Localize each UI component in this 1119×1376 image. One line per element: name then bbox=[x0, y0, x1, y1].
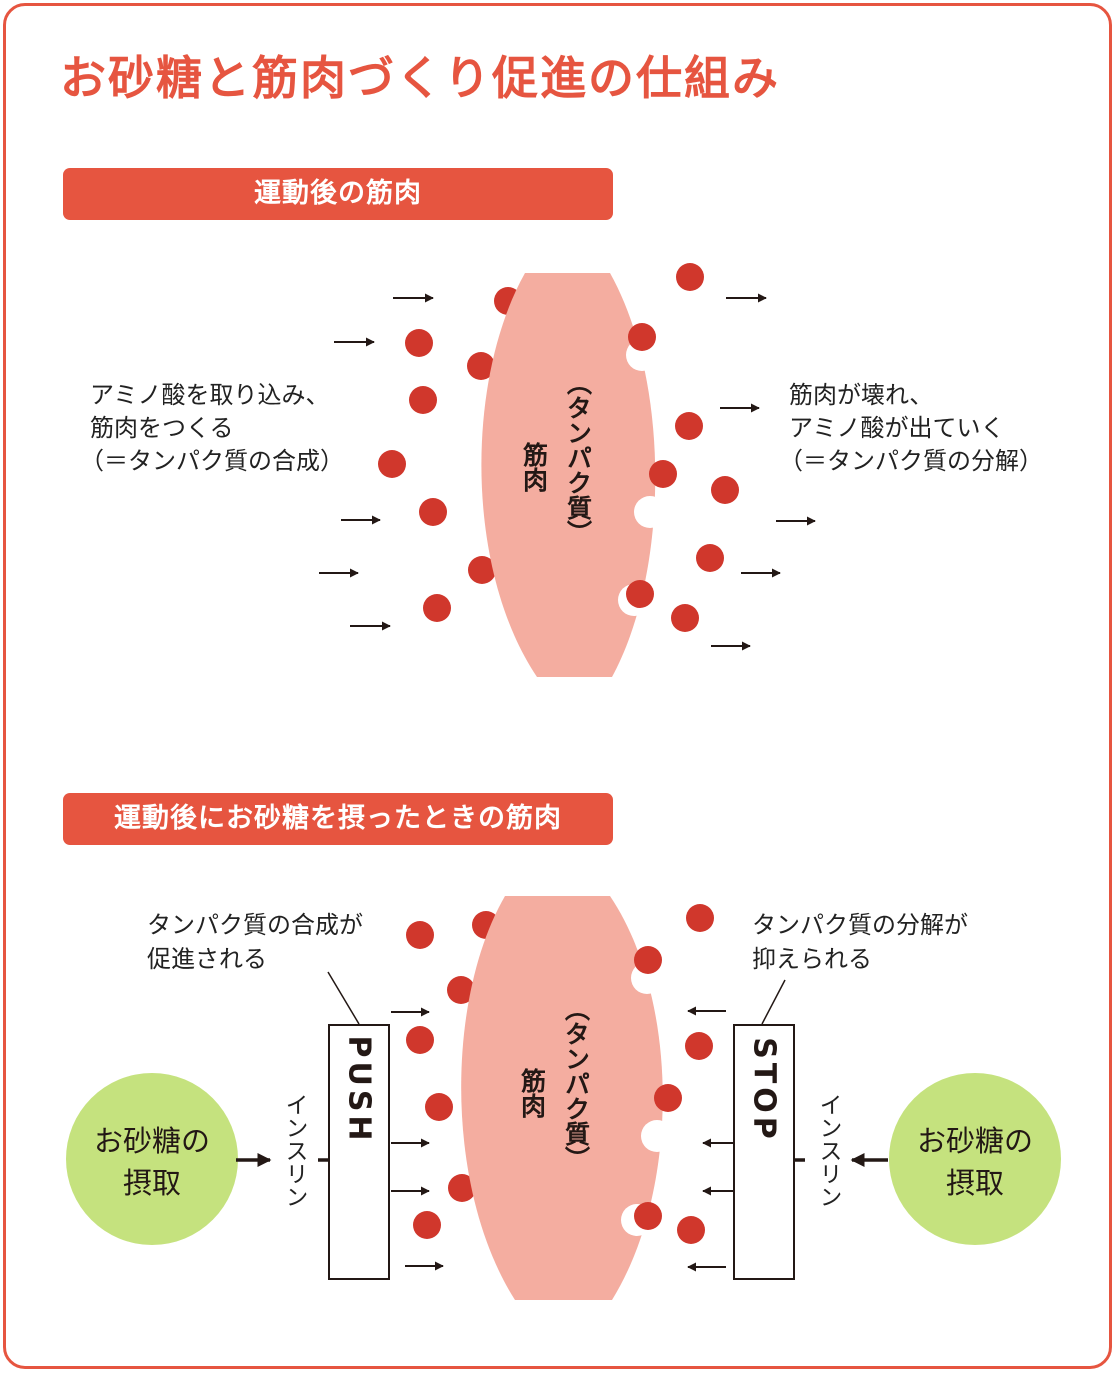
amino-acid bbox=[406, 1026, 434, 1054]
muscle-label-2: （タンパク質） bbox=[564, 370, 593, 545]
synthesis-note-line1: アミノ酸を取り込み、 bbox=[90, 381, 330, 409]
synthesis-promoted-line1: タンパク質の合成が bbox=[147, 911, 363, 939]
section-label-after-exercise: 運動後の筋肉 bbox=[63, 168, 613, 220]
amino-acid bbox=[409, 386, 437, 414]
breakdown-suppressed-line1: タンパク質の分解が bbox=[752, 911, 968, 939]
callout-line-left bbox=[327, 971, 360, 1025]
amino-acid bbox=[378, 450, 406, 478]
arrows-in bbox=[391, 1007, 444, 1271]
breakdown-suppressed-line2: 抑えられる bbox=[752, 945, 872, 973]
amino-acid bbox=[675, 412, 703, 440]
muscle-label-2: （タンパク質） bbox=[562, 996, 591, 1171]
section1-diagram: 筋肉 （タンパク質） アミノ酸を取り込み、 筋肉をつくる （＝タンパク質の合成）… bbox=[80, 263, 1043, 677]
muscle-label-1: 筋肉 bbox=[520, 441, 549, 493]
arrows-out bbox=[711, 293, 816, 651]
amino-acid bbox=[468, 556, 496, 584]
stop-label: STOP bbox=[747, 1037, 782, 1143]
insulin-label-right: インスリン bbox=[815, 1093, 841, 1208]
push-label: PUSH bbox=[342, 1035, 377, 1144]
amino-acid bbox=[405, 329, 433, 357]
amino-acid bbox=[425, 1093, 453, 1121]
amino-acid bbox=[676, 263, 704, 291]
breakdown-note-line1: 筋肉が壊れ、 bbox=[789, 381, 933, 409]
sugar-intake-right bbox=[889, 1073, 1061, 1245]
amino-acid bbox=[649, 460, 677, 488]
synthesis-note-line2: 筋肉をつくる bbox=[90, 414, 234, 442]
outer-frame bbox=[3, 3, 1112, 1369]
page-title: お砂糖と筋肉づくり促進の仕組み bbox=[60, 51, 780, 105]
synthesis-promoted-line2: 促進される bbox=[147, 945, 267, 973]
arrows-in bbox=[319, 293, 434, 631]
muscle-notch bbox=[634, 496, 666, 528]
section-label-after-sugar: 運動後にお砂糖を摂ったときの筋肉 bbox=[63, 793, 613, 845]
sugar-intake-left-line1: お砂糖の bbox=[94, 1124, 210, 1158]
amino-acid bbox=[696, 544, 724, 572]
amino-acid bbox=[448, 1174, 476, 1202]
amino-acid bbox=[423, 594, 451, 622]
muscle-notch bbox=[641, 1120, 673, 1152]
insulin-label-left: インスリン bbox=[281, 1093, 307, 1208]
amino-acid bbox=[406, 921, 434, 949]
callout-line-right bbox=[761, 979, 786, 1025]
sugar-intake-left bbox=[66, 1073, 238, 1245]
sugar-intake-right-line2: 摂取 bbox=[946, 1166, 1004, 1200]
section2-diagram: 筋肉 （タンパク質） PUSH STOP タンパク質の合成が 促進される タンパ… bbox=[66, 896, 1061, 1300]
amino-acid bbox=[711, 476, 739, 504]
stop-box bbox=[733, 1024, 795, 1280]
sugar-intake-right-line1: お砂糖の bbox=[917, 1124, 1033, 1158]
breakdown-note-line3: （＝タンパク質の分解） bbox=[779, 447, 1043, 475]
amino-acid bbox=[447, 976, 475, 1004]
amino-acid bbox=[626, 580, 654, 608]
muscle-label-1: 筋肉 bbox=[518, 1067, 547, 1119]
synthesis-note-line3: （＝タンパク質の合成） bbox=[80, 447, 344, 475]
amino-acid bbox=[628, 323, 656, 351]
amino-acid bbox=[634, 946, 662, 974]
amino-acid bbox=[419, 498, 447, 526]
amino-acid bbox=[634, 1202, 662, 1230]
breakdown-note-line2: アミノ酸が出ていく bbox=[789, 414, 1005, 442]
muscle-shape bbox=[481, 273, 656, 677]
amino-acid bbox=[413, 1211, 441, 1239]
amino-acid bbox=[654, 1084, 682, 1112]
amino-acid bbox=[677, 1216, 705, 1244]
amino-acid bbox=[686, 904, 714, 932]
amino-acid bbox=[467, 352, 495, 380]
muscle-shape bbox=[461, 896, 663, 1300]
amino-acid bbox=[671, 604, 699, 632]
push-box bbox=[328, 1024, 390, 1280]
amino-acid bbox=[685, 1032, 713, 1060]
sugar-intake-left-line2: 摂取 bbox=[123, 1166, 181, 1200]
